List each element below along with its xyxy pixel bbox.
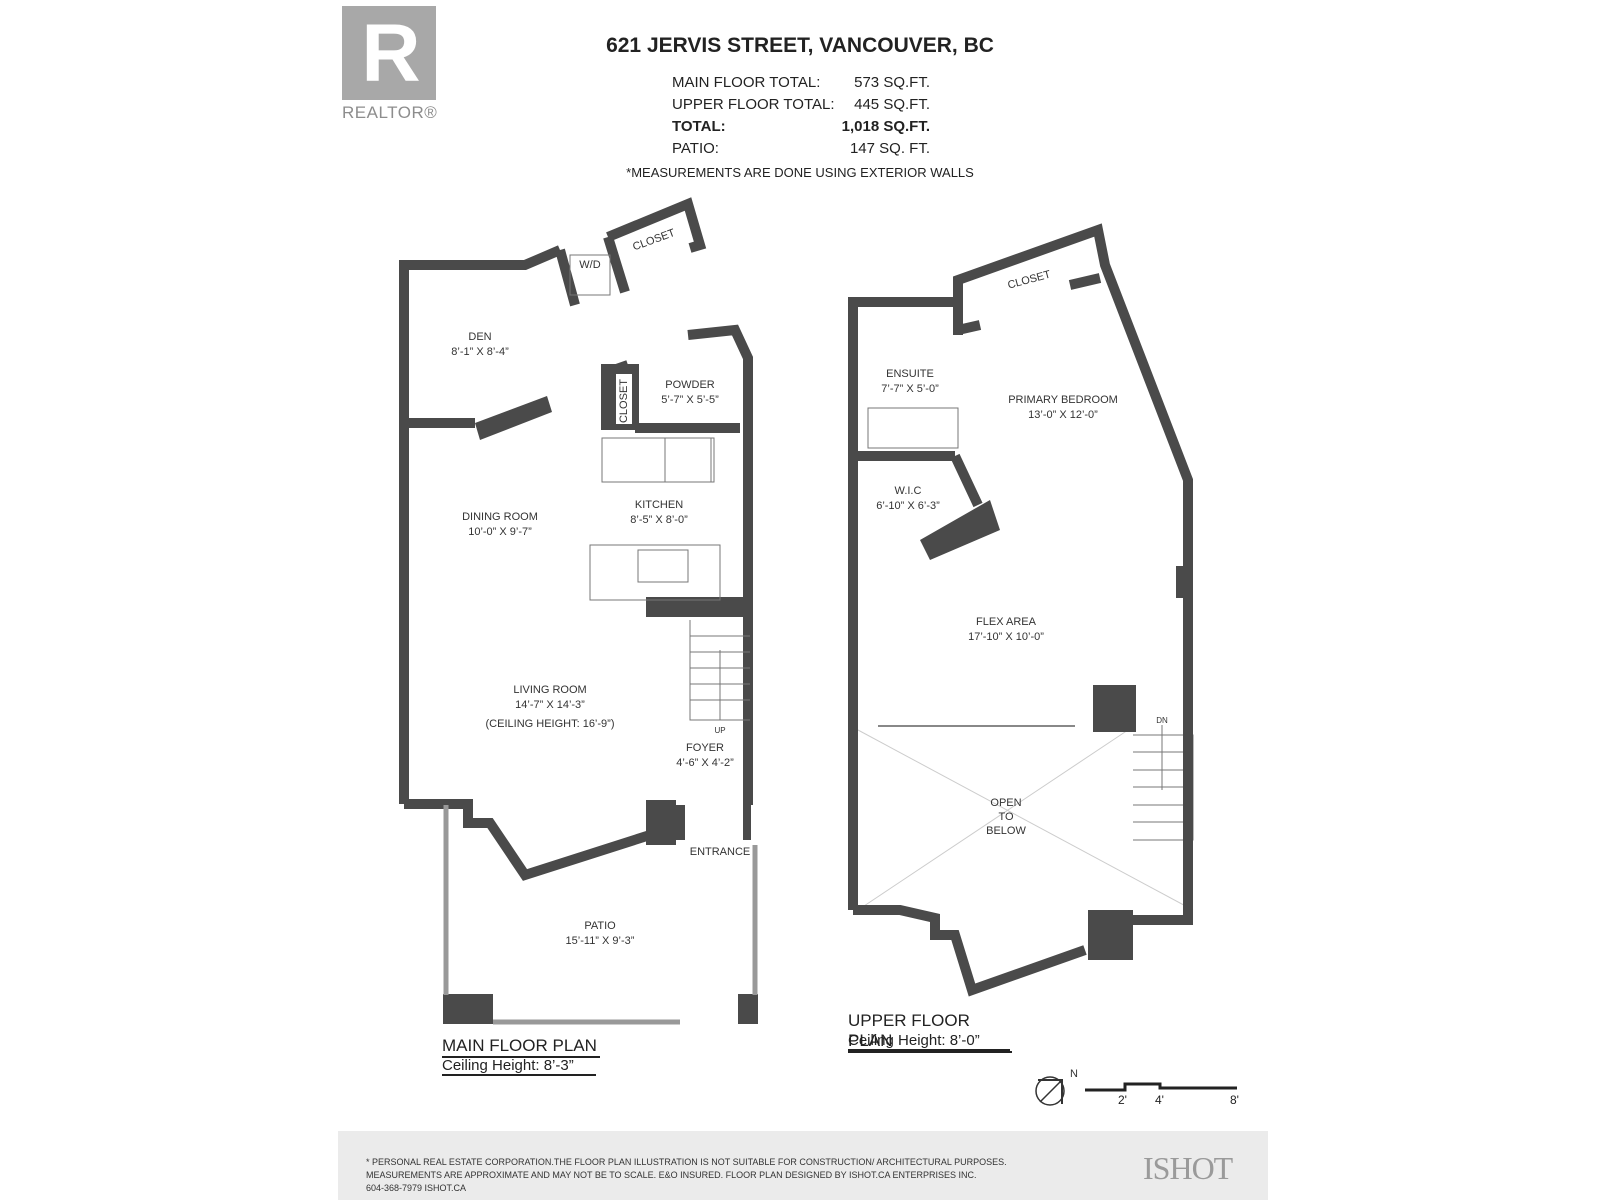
flex-dim: 17’-10” X 10’-0”	[968, 631, 1044, 643]
upper-pillar-flex	[1093, 685, 1136, 732]
upper-closet-label: CLOSET	[1006, 269, 1052, 292]
primary-label: PRIMARY BEDROOM	[1008, 394, 1118, 406]
area-label-main: MAIN FLOOR TOTAL:	[672, 74, 821, 91]
property-address: 621 JERVIS STREET, VANCOUVER, BC	[606, 34, 994, 57]
patio-pillar-left	[443, 994, 493, 1024]
den-dim: 8’-1” X 8’-4”	[451, 346, 509, 358]
living-dim: 14’-7” X 14’-3”	[515, 699, 585, 711]
compass-label: N	[1070, 1068, 1078, 1080]
main-floor-ceiling: Ceiling Height: 8’-3”	[442, 1057, 596, 1076]
kitchen-counter-island	[589, 544, 721, 601]
stairs-dn-label: DN	[1156, 716, 1168, 725]
realtor-logo-word: REALTOR®	[342, 103, 438, 122]
kitchen-dim: 8’-5” X 8’-0”	[630, 514, 688, 526]
scale-bar	[1085, 1082, 1237, 1092]
open-label-1: OPEN	[990, 797, 1021, 809]
stair-wall-block	[646, 597, 753, 617]
closet-top-label: CLOSET	[631, 227, 677, 253]
stove	[664, 437, 712, 483]
den-wall-block	[475, 396, 552, 440]
upper-front-pillar	[1088, 910, 1133, 960]
sink	[637, 549, 689, 583]
ensuite-label: ENSUITE	[886, 368, 934, 380]
scale-label-4: 4'	[1155, 1093, 1164, 1107]
main-floor-east-walls	[687, 324, 753, 805]
flex-label: FLEX AREA	[976, 616, 1037, 628]
ensuite-dim: 7’-7” X 5’-0”	[881, 383, 939, 395]
open-label-3: BELOW	[986, 825, 1026, 837]
main-floor-front-walls	[404, 799, 652, 881]
washer-dryer	[569, 254, 611, 296]
wic-label: W.I.C	[895, 485, 922, 497]
foyer-dim: 4’-6” X 4’-2”	[676, 757, 734, 769]
upper-floor-front-walls	[853, 905, 1087, 997]
upper-closet-wall	[956, 273, 1102, 335]
upper-floor-title: UPPER FLOOR PLAN	[848, 1011, 1012, 1053]
dining-dim: 10’-0” X 9’-7”	[468, 526, 532, 538]
main-floor-walls	[399, 245, 562, 804]
upper-floor-ceiling: Ceiling Height: 8’-0”	[848, 1032, 1010, 1051]
realtor-logo	[342, 6, 436, 100]
measurement-note: *MEASUREMENTS ARE DONE USING EXTERIOR WA…	[626, 165, 974, 180]
area-value-patio: 147 SQ. FT.	[849, 140, 930, 157]
disclaimer-contact: 604-368-7979 ISHOT.CA	[366, 1183, 467, 1193]
kitchen-counter-top	[601, 437, 715, 483]
main-stairs	[689, 620, 750, 721]
patio-label: PATIO	[584, 920, 616, 932]
open-label-2: TO	[998, 811, 1014, 823]
wic-dim: 6’-10” X 6’-3”	[876, 500, 940, 512]
entrance-block	[743, 805, 751, 840]
powder-label: POWDER	[665, 379, 715, 391]
living-ceiling: (CEILING HEIGHT: 16’-9”)	[486, 718, 615, 730]
area-label-patio: PATIO:	[672, 140, 719, 157]
ishot-logo: ISHOT	[1143, 1150, 1233, 1186]
open-to-below-diagonals	[857, 729, 1194, 911]
dining-label: DINING ROOM	[462, 511, 538, 523]
closet-den-label: CLOSET	[618, 379, 630, 423]
main-floor-title: MAIN FLOOR PLAN	[442, 1036, 600, 1058]
patio-pillar-right	[738, 994, 758, 1024]
area-value-main: 573 SQ.FT.	[854, 74, 930, 91]
area-value-total: 1,018 SQ.FT.	[841, 118, 930, 135]
disclaimer-footer	[338, 1131, 1268, 1200]
scale-label-2: 2'	[1118, 1093, 1127, 1107]
patio-dim: 15’-11” X 9’-3”	[566, 935, 635, 947]
disclaimer-line-1: * PERSONAL REAL ESTATE CORPORATION.THE F…	[366, 1157, 1007, 1167]
living-label: LIVING ROOM	[513, 684, 586, 696]
den-label: DEN	[468, 331, 491, 343]
compass-icon	[1035, 1076, 1065, 1106]
wic-wall-block	[920, 500, 1000, 560]
upper-tub	[867, 407, 959, 449]
scale-label-8: 8'	[1230, 1093, 1239, 1107]
area-label-upper: UPPER FLOOR TOTAL:	[672, 96, 835, 113]
realtor-logo-mark: R	[361, 8, 421, 99]
kitchen-label: KITCHEN	[635, 499, 683, 511]
primary-dim: 13’-0” X 12’-0”	[1028, 409, 1098, 421]
upper-floor-outer-walls	[848, 223, 1193, 925]
front-pillar	[646, 800, 676, 845]
foyer-label: FOYER	[686, 742, 724, 754]
upper-pillar-right	[1176, 566, 1190, 598]
entrance-label: ENTRANCE	[690, 846, 751, 858]
patio-walls	[443, 805, 758, 1025]
powder-dim: 5’-7” X 5’-5”	[661, 394, 719, 406]
disclaimer-line-2: MEASUREMENTS ARE APPROXIMATE AND MAY NOT…	[366, 1170, 977, 1180]
main-floor-den-closet-walls	[555, 197, 707, 307]
area-value-upper: 445 SQ.FT.	[854, 96, 930, 113]
stairs-up-label: UP	[714, 726, 725, 735]
wd-label: W/D	[579, 259, 600, 271]
area-label-total: TOTAL:	[672, 118, 726, 135]
